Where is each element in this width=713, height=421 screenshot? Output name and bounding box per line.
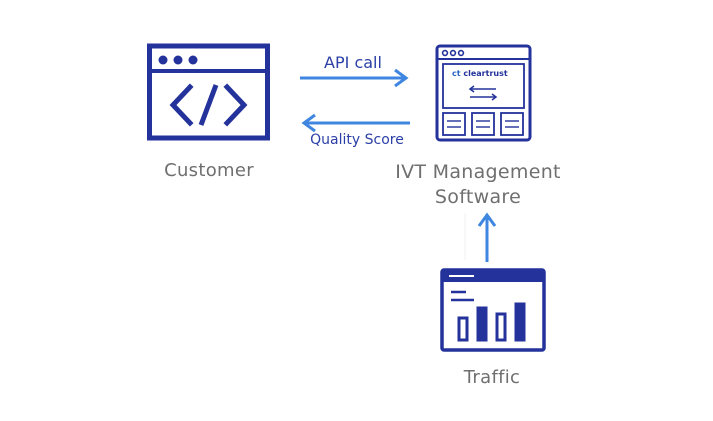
customer-label: Customer — [164, 160, 254, 181]
ivt-label-line2: Software — [434, 186, 522, 208]
api-call-label: API call — [324, 53, 382, 72]
cleartrust-wordmark: cleartrust — [463, 69, 508, 78]
quality-score-arrow — [301, 113, 410, 133]
cleartrust-mark: ct — [452, 69, 461, 78]
traffic-chart-icon — [440, 268, 546, 352]
traffic-arrow — [477, 212, 497, 262]
customer-code-icon — [147, 43, 270, 141]
ivt-label-line1: IVT Management — [395, 161, 561, 183]
ivt-software-icon — [435, 44, 532, 142]
traffic-label: Traffic — [463, 367, 521, 388]
quality-score-label: Quality Score — [310, 132, 404, 148]
ivt-label: IVT Management Software — [373, 160, 583, 210]
api-call-arrow — [300, 68, 409, 88]
cleartrust-logo: ct cleartrust — [452, 69, 522, 78]
